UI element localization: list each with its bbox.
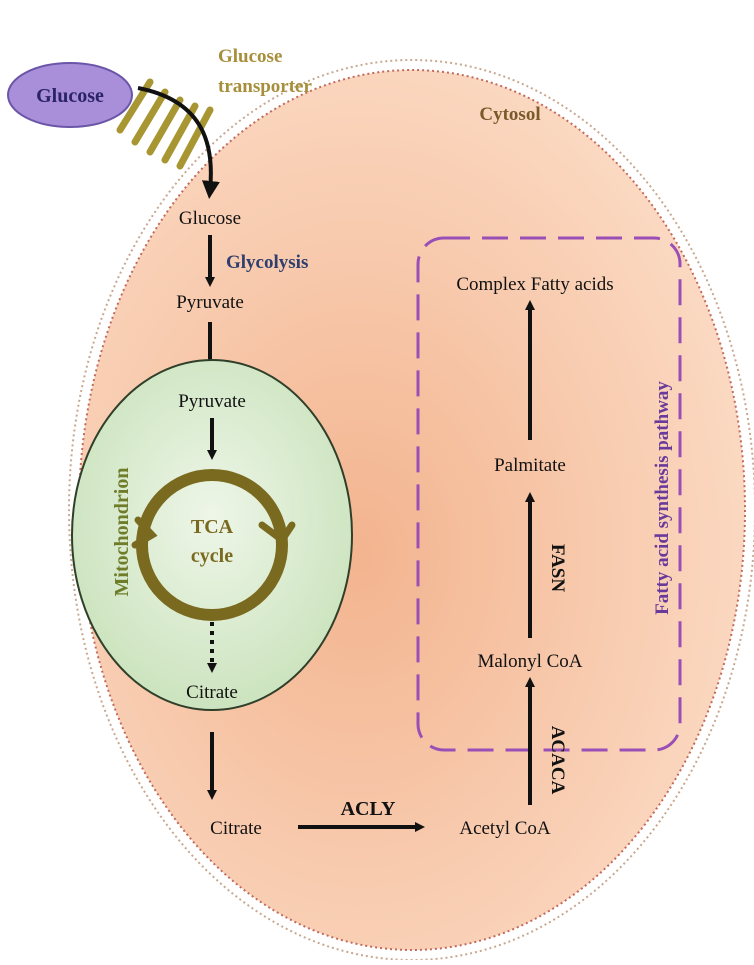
svg-text:Glucose: Glucose bbox=[218, 46, 282, 67]
acly-label: ACLY bbox=[341, 798, 396, 820]
mito-citrate-label: Citrate bbox=[186, 682, 238, 703]
glycolysis-label: Glycolysis bbox=[226, 252, 308, 273]
mitochondrion-label: Mitochondrion bbox=[111, 468, 133, 597]
glucose-transporter-label: Glucose transporter bbox=[218, 46, 312, 97]
malonyl-coa-label: Malonyl CoA bbox=[477, 651, 582, 672]
cytosol-citrate-label: Citrate bbox=[210, 818, 262, 839]
tca-label-line2: cycle bbox=[191, 545, 233, 567]
fatty-acid-pathway-label: Fatty acid synthesis pathway bbox=[652, 381, 673, 615]
mito-pyruvate-label: Pyruvate bbox=[178, 391, 246, 412]
cytosol-glucose-label: Glucose bbox=[179, 208, 241, 229]
acaca-label: ACACA bbox=[547, 726, 568, 795]
fasn-label: FASN bbox=[547, 544, 568, 592]
tca-label-line1: TCA bbox=[191, 516, 234, 538]
palmitate-label: Palmitate bbox=[494, 455, 566, 476]
extracellular-glucose-label: Glucose bbox=[36, 85, 104, 107]
complex-fatty-acids-label: Complex Fatty acids bbox=[456, 274, 613, 295]
cytosol-label: Cytosol bbox=[479, 104, 540, 125]
cytosol-pyruvate-label: Pyruvate bbox=[176, 292, 244, 313]
acetyl-coa-label: Acetyl CoA bbox=[459, 818, 551, 839]
svg-text:transporter: transporter bbox=[218, 76, 312, 97]
